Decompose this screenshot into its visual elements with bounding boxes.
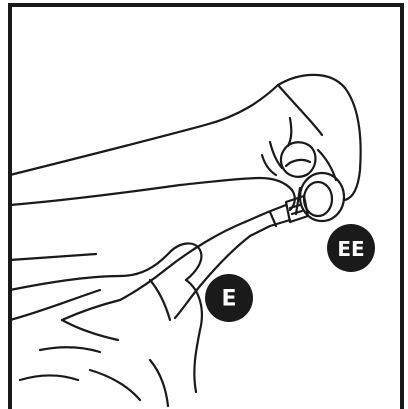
pliers-tool-icon: [120, 205, 290, 318]
callout-ee-label: EE: [337, 237, 364, 261]
callout-ee: EE: [327, 224, 375, 272]
lower-hand-icon: [10, 243, 202, 406]
callout-e: E: [205, 274, 253, 322]
callout-e-label: E: [221, 287, 236, 312]
thumb-icon: [281, 142, 316, 177]
